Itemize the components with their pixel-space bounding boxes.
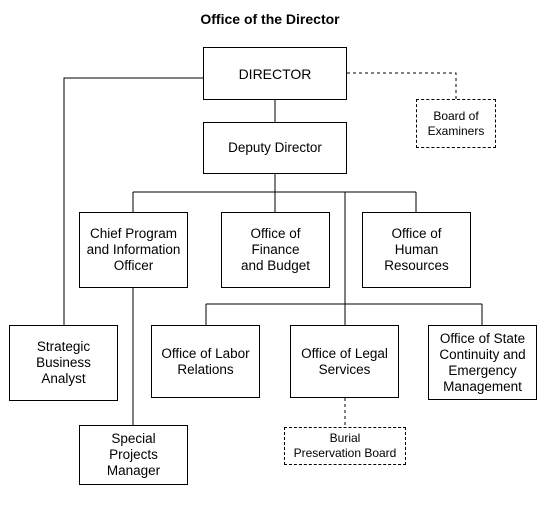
connector-director-analyst xyxy=(63,77,203,325)
chief-program-officer-box: Chief Program and Information Officer xyxy=(79,212,188,288)
deputy-director-box: Deputy Director xyxy=(203,122,347,174)
board-of-examiners-box: Board of Examiners xyxy=(416,99,496,148)
connector-director-board xyxy=(347,72,457,99)
labor-relations-box: Office of Labor Relations xyxy=(151,325,260,398)
finance-budget-box: Office of Finance and Budget xyxy=(221,212,330,288)
legal-services-box: Office of Legal Services xyxy=(290,325,399,398)
state-continuity-box: Office of State Continuity and Emergency… xyxy=(428,325,537,400)
burial-preservation-board-box: Burial Preservation Board xyxy=(284,427,406,465)
special-projects-manager-box: Special Projects Manager xyxy=(79,425,188,485)
human-resources-box: Office of Human Resources xyxy=(362,212,471,288)
director-box: DIRECTOR xyxy=(203,47,347,100)
strategic-business-analyst-box: Strategic Business Analyst xyxy=(9,325,118,401)
chart-title: Office of the Director xyxy=(200,11,340,27)
